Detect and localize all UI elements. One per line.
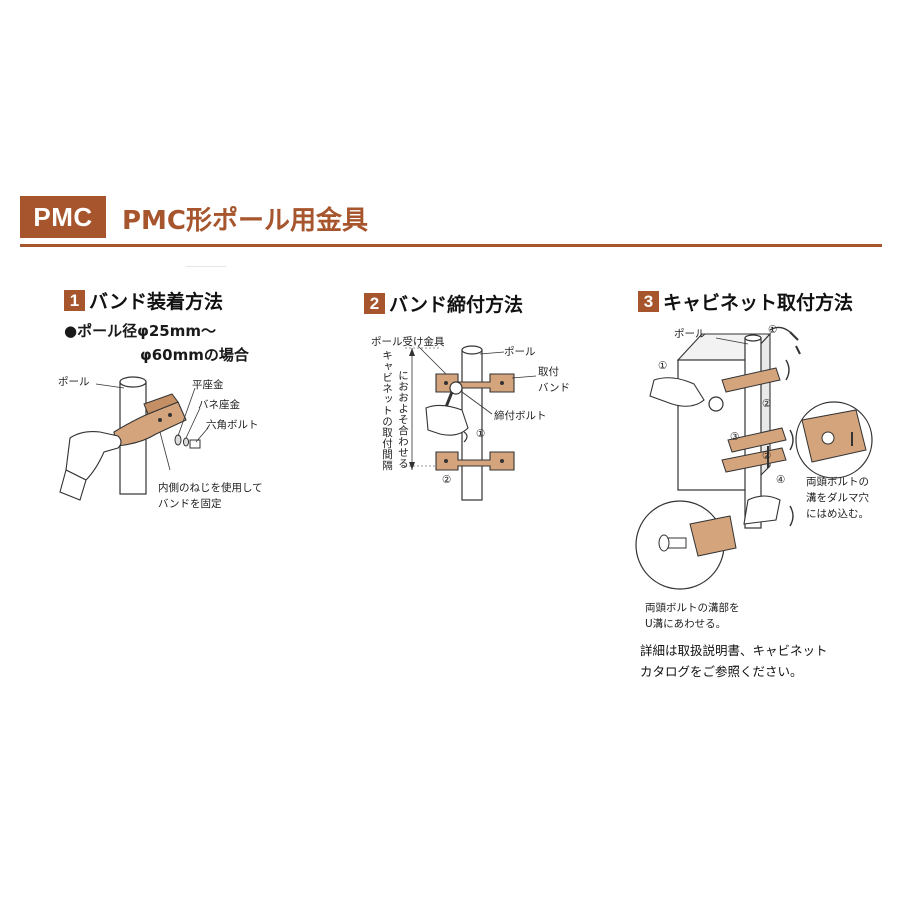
section-2-title: バンド締付方法	[389, 294, 523, 316]
section-1-heading: 1 バンド装着方法	[64, 287, 223, 314]
label-mount-band-2: バンド	[538, 382, 571, 394]
label-flat-washer: 平座金	[192, 379, 224, 391]
label-tighten-bolt: 締付ボルト	[494, 410, 547, 422]
section-3-number: 3	[638, 291, 659, 312]
cab-step-2b: ②	[762, 450, 772, 462]
header-divider	[20, 244, 882, 247]
label-mount-band-1: 取付	[538, 366, 559, 378]
cab-step-2: ②	[762, 398, 772, 410]
step-1-marker: ①	[476, 428, 486, 440]
vertical-note-2: におおよそ合わせる	[397, 370, 409, 469]
step-2-marker: ②	[442, 474, 452, 486]
cab-step-4: ④	[776, 474, 786, 486]
detail-reference-1: 詳細は取扱説明書、キャビネット	[640, 643, 828, 658]
label-pole-3: ポール	[674, 328, 706, 340]
label-hex-bolt: 六角ボルト	[206, 419, 259, 431]
note-inner-thread: 内側のねじを使用して	[158, 482, 263, 494]
pole-diameter-condition-2: φ60mmの場合	[140, 346, 249, 364]
label-pole: ポール	[58, 376, 90, 388]
label-pole-bracket: ポール受け金具	[371, 336, 445, 348]
vertical-note-1: キャビネットの取付間隔	[381, 350, 393, 471]
pmc-badge: PMC	[20, 196, 106, 238]
label-spring-washer: バネ座金	[198, 399, 240, 411]
note-groove-1: 両頭ボルトの	[806, 476, 869, 488]
note-fix-band: バンドを固定	[158, 498, 222, 510]
section-3-heading: 3 キャビネット取付方法	[638, 288, 853, 315]
note-groove-3: にはめ込む。	[806, 508, 869, 520]
cab-step-3: ③	[730, 431, 740, 443]
detail-reference-2: カタログをご参照ください。	[640, 664, 803, 679]
note-ugroove-1: 両頭ボルトの溝部を	[645, 602, 740, 614]
page-title: PMC形ポール用金具	[122, 206, 369, 236]
note-ugroove-2: U溝にあわせる。	[645, 618, 727, 630]
section-2-number: 2	[364, 293, 385, 314]
faint-mark	[186, 266, 226, 267]
cab-step-1b: ①	[768, 324, 778, 336]
label-pole-2: ポール	[504, 346, 536, 358]
section-1-number: 1	[64, 290, 85, 311]
section-3-title: キャビネット取付方法	[663, 292, 854, 314]
cab-step-1: ①	[658, 360, 668, 372]
section-2-heading: 2 バンド締付方法	[364, 290, 523, 317]
section-1-title: バンド装着方法	[89, 291, 223, 313]
pole-diameter-condition: ●ポール径φ25mm～	[64, 322, 216, 340]
note-groove-2: 溝をダルマ穴	[806, 492, 869, 504]
